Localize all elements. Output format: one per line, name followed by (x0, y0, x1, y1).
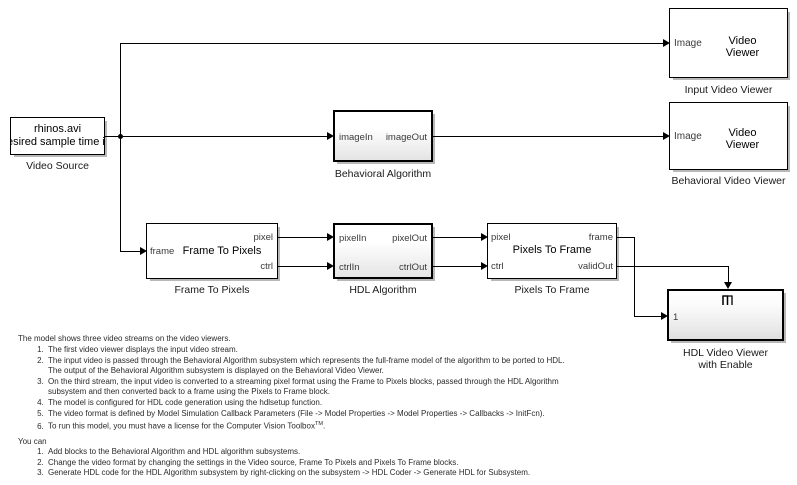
input-video-viewer-caption: Input Video Viewer (684, 84, 773, 96)
hdl-algorithm-port-ctrlin: ctrlIn (339, 262, 360, 273)
arrow-hdl-pixelin (327, 232, 334, 241)
annotation-item-5: The video format is defined by Model Sim… (46, 409, 778, 420)
wire-pixel-to-hdl (278, 236, 332, 238)
behavioral-algorithm-port-imageout: imageOut (385, 132, 427, 143)
annotation-ordered-list: The first video viewer displays the inpu… (18, 345, 778, 432)
trademark-superscript: TM (314, 421, 324, 428)
hdl-algorithm-port-pixelout: pixelOut (392, 233, 427, 244)
arrow-hdlviewer-enable (724, 282, 732, 289)
frame-to-pixels-port-ctrl: ctrl (260, 261, 273, 272)
annotation-item-3: On the third stream, the input video is … (46, 377, 778, 398)
enable-pulse-icon (722, 295, 733, 305)
hdl-algorithm-port-pixelin: pixelIn (339, 233, 367, 244)
annotation-list-1: The first video viewer displays the inpu… (18, 345, 778, 432)
wire-frame-out-seg3 (634, 315, 664, 317)
wire-ctrl-to-hdl (278, 265, 332, 267)
hdl-video-viewer-caption-line1: HDL Video Viewer (682, 347, 769, 359)
annotation-item-4-text: The model is configured for HDL code gen… (48, 397, 323, 407)
annotation-item-6-tail: . (323, 421, 326, 431)
video-source-line1: rhinos.avi (33, 123, 82, 135)
pixels-to-frame-port-pixel: pixel (491, 232, 511, 243)
video-source-block[interactable]: rhinos.avi esired sample time is (10, 117, 105, 155)
wire-to-frame-to-pixels (120, 250, 145, 252)
pixels-to-frame-title: Pixels To Frame (512, 244, 592, 256)
arrow-behavioral-video-viewer (663, 131, 670, 140)
wire-pixelout-to-p2f (433, 236, 485, 238)
annotation-item-3-text: On the third stream, the input video is … (48, 376, 559, 386)
behavioral-video-viewer-caption: Behavioral Video Viewer (671, 175, 786, 187)
wire-trunk-down (119, 136, 122, 251)
input-video-viewer-block[interactable]: Image Video Viewer (669, 8, 788, 78)
wire-behavioral-to-viewer (433, 135, 665, 137)
frame-to-pixels-title: Frame To Pixels (182, 245, 262, 257)
frame-to-pixels-block[interactable]: frame Frame To Pixels pixel ctrl (146, 223, 278, 279)
annotation-youcan-item-2: Change the video format by changing the … (46, 458, 778, 469)
wire-validout-seg1 (617, 265, 729, 267)
annotation-list-2: Add blocks to the Behavioral Algorithm a… (18, 447, 778, 479)
input-video-viewer-port-image: Image (674, 38, 702, 49)
annotation-item-6: To run this model, you must have a licen… (46, 419, 778, 432)
annotation-youcan-head: You can (18, 437, 47, 446)
behavioral-video-viewer-block[interactable]: Image Video Viewer (669, 102, 788, 170)
annotation-youcan-item-2-text: Change the video format by changing the … (48, 457, 459, 467)
behavioral-video-viewer-port-image: Image (674, 131, 702, 142)
frame-to-pixels-caption: Frame To Pixels (174, 284, 250, 296)
wire-validout-seg2 (727, 265, 729, 285)
annotation-youcan-item-1: Add blocks to the Behavioral Algorithm a… (46, 447, 778, 458)
annotation-item-1-text: The first video viewer displays the inpu… (48, 345, 238, 354)
arrow-p2f-ctrl (481, 261, 488, 270)
arrow-frame-to-pixels-in (140, 246, 147, 255)
wire-trunk-up (119, 43, 122, 136)
behavioral-algorithm-block[interactable]: imageIn imageOut (333, 110, 433, 162)
input-video-viewer-title-line2: Viewer (725, 47, 760, 59)
frame-to-pixels-port-pixel: pixel (253, 232, 273, 243)
annotation-youcan-item-1-text: Add blocks to the Behavioral Algorithm a… (48, 447, 301, 456)
wire-to-input-video-viewer (120, 42, 665, 44)
arrow-hdl-ctrlin (327, 261, 334, 270)
wire-source-to-junction (105, 135, 123, 137)
annotation-item-1: The first video viewer displays the inpu… (46, 345, 778, 356)
pixels-to-frame-port-validout: validOut (578, 261, 613, 272)
annotation-item-2-text: The input video is passed through the Be… (48, 355, 565, 365)
annotation-item-5-text: The video format is defined by Model Sim… (48, 408, 545, 418)
annotation-item-2: The input video is passed through the Be… (46, 356, 778, 377)
arrow-p2f-pixel (481, 232, 488, 241)
annotation-intro: The model shows three video streams on t… (18, 334, 231, 343)
annotation-youcan-item-3: Generate HDL code for the HDL Algorithm … (46, 468, 778, 479)
annotation-item-6-text: To run this model, you must have a licen… (48, 421, 315, 431)
behavioral-algorithm-port-imagein: imageIn (339, 132, 373, 143)
hdl-video-viewer-port-1: 1 (673, 312, 679, 323)
arrow-hdlviewer-port1 (661, 311, 668, 320)
wire-to-behavioral-algorithm (120, 135, 330, 137)
arrow-input-video-viewer (663, 38, 670, 47)
hdl-video-viewer-block[interactable]: 1 (667, 289, 784, 341)
input-video-viewer-title-line1: Video (728, 35, 757, 47)
pixels-to-frame-port-ctrl: ctrl (491, 261, 504, 272)
hdl-video-viewer-caption-line2: with Enable (698, 359, 753, 371)
arrow-behavioral-algorithm-in (327, 131, 334, 140)
annotation-youcan-item-3-text: Generate HDL code for the HDL Algorithm … (48, 468, 531, 478)
hdl-algorithm-caption: HDL Algorithm (349, 284, 417, 296)
behavioral-video-viewer-title-line1: Video (728, 127, 757, 139)
annotation-youcan-list: Add blocks to the Behavioral Algorithm a… (18, 447, 778, 479)
annotation-item-2-cont: The output of the Behavioral Algorithm s… (48, 366, 384, 376)
video-source-caption: Video Source (26, 160, 89, 172)
behavioral-algorithm-caption: Behavioral Algorithm (334, 168, 432, 180)
wire-frame-out-seg1 (617, 236, 635, 238)
wire-ctrlout-to-p2f (433, 265, 485, 267)
pixels-to-frame-port-frame: frame (588, 232, 613, 243)
hdl-algorithm-port-ctrlout: ctrlOut (399, 262, 427, 273)
behavioral-video-viewer-title-line2: Viewer (725, 139, 760, 151)
annotation-item-4: The model is configured for HDL code gen… (46, 398, 778, 409)
frame-to-pixels-port-frame: frame (150, 246, 175, 257)
annotation-item-3-cont: subsystem and then converted back to a f… (48, 387, 330, 397)
wire-frame-out-seg2 (633, 236, 635, 317)
hdl-algorithm-block[interactable]: pixelIn ctrlIn pixelOut ctrlOut (333, 223, 433, 279)
pixels-to-frame-block[interactable]: pixel ctrl Pixels To Frame frame validOu… (487, 223, 617, 279)
pixels-to-frame-caption: Pixels To Frame (514, 284, 590, 296)
video-source-line2: esired sample time is (10, 136, 105, 148)
